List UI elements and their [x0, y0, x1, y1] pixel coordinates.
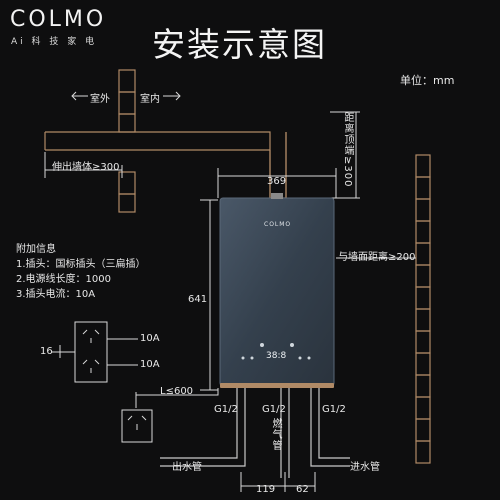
info-line-2: 2.电源线长度：1000 [16, 274, 111, 285]
dim-62-label: 62 [296, 484, 309, 495]
socket-bottom [121, 409, 153, 443]
g-left-label: G1/2 [214, 404, 238, 415]
g-right-label: G1/2 [322, 404, 346, 415]
top-distance-dimension [330, 111, 360, 199]
socket-top [52, 321, 138, 383]
info-heading: 附加信息 [16, 244, 56, 255]
g-mid-label: G1/2 [262, 404, 286, 415]
right-wall [415, 154, 431, 464]
inlet-pipe-label: 进水管 [350, 462, 380, 473]
info-line-1: 1.插头：国标插头（三扁插） [16, 259, 146, 270]
dim-119-label: 119 [256, 484, 276, 495]
height-label: 641 [188, 294, 208, 305]
pipes [160, 388, 350, 478]
device-logo: COLMO [264, 221, 292, 228]
bottom-dimensions [240, 472, 316, 492]
width-dimension [217, 168, 337, 198]
indoor-label: 室内 [140, 94, 160, 105]
unit-label: 单位：mm [400, 74, 455, 87]
device-display: 38:8 [266, 351, 287, 361]
current-label-2: 10A [140, 359, 160, 370]
outdoor-indoor-arrows [71, 91, 181, 101]
extend-wall-dimension [44, 152, 123, 178]
top-distance-label: 距离顶端≥300 [342, 112, 353, 188]
width-label: 369 [267, 176, 287, 187]
cord-length-label: L≤600 [160, 386, 194, 397]
brand-tagline: Ai 科 技 家 电 [11, 37, 98, 47]
brand-logo: COLMO [10, 7, 107, 32]
left-wall [118, 69, 136, 213]
outdoor-label: 室外 [90, 94, 110, 105]
height-dimension [200, 199, 218, 391]
socket-dimension-label: 16 [40, 346, 53, 357]
gas-pipe-label: 燃气管 [270, 418, 281, 451]
outlet-pipe-label: 出水管 [172, 462, 202, 473]
control-panel [241, 343, 311, 360]
extend-wall-label: 伸出墙体≥300 [52, 162, 120, 173]
current-label-1: 10A [140, 333, 160, 344]
wall-distance-label: 与墙面距离≥200 [338, 252, 416, 263]
info-line-3: 3.插头电流：10A [16, 289, 96, 300]
info-block: 附加信息 1.插头：国标插头（三扁插） 2.电源线长度：1000 3.插头电流：… [16, 242, 146, 302]
power-cord [135, 388, 219, 408]
water-heater [219, 193, 335, 388]
page-title: 安装示意图 [152, 25, 327, 64]
